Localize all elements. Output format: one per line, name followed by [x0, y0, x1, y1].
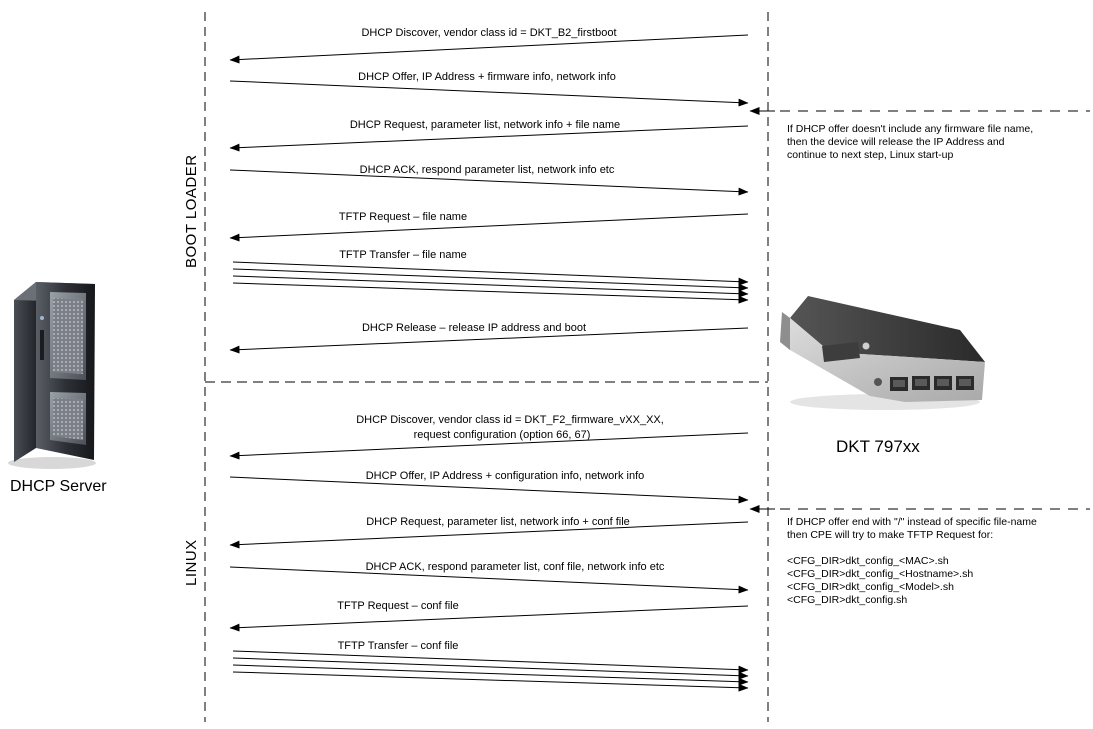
arrow-dhcp-release — [229, 327, 749, 354]
message-label-dhcp-offer-boot: DHCP Offer, IP Address + firmware info, … — [358, 71, 616, 83]
phase-label-linux: LINUX — [183, 539, 200, 586]
arrow-dhcp-offer-boot — [229, 80, 749, 107]
server-tower-illustration — [8, 282, 96, 469]
arrow-dhcp-discover-linux — [229, 432, 749, 460]
arrow-tftp-transfer-boot-4 — [232, 282, 749, 304]
note-line: <CFG_DIR>dkt_config_<Model>.sh — [787, 581, 954, 593]
note-line — [787, 542, 1037, 555]
message-label-tftp-transfer-linux: TFTP Transfer – conf file — [337, 640, 459, 652]
linux-note: If DHCP offer end with "/" instead of sp… — [787, 516, 1037, 607]
arrow-tftp-request-boot — [229, 213, 749, 242]
phase-label-boot-loader: BOOT LOADER — [183, 154, 200, 268]
message-label-dhcp-discover-linux-line2: request configuration (option 66, 67) — [413, 429, 591, 441]
arrow-tftp-transfer-linux-4 — [232, 671, 749, 692]
arrow-dhcp-discover-boot — [229, 34, 749, 64]
message-arrows — [229, 34, 775, 692]
device-label: DKT 797xx — [836, 437, 920, 456]
note-line: <CFG_DIR>dkt_config_<Hostname>.sh — [787, 568, 974, 580]
arrow-dhcp-request-boot — [229, 125, 749, 152]
message-label-dhcp-request-linux: DHCP Request, parameter list, network in… — [366, 516, 630, 528]
message-label-tftp-transfer-boot: TFTP Transfer – file name — [339, 249, 467, 261]
message-label-tftp-request-linux: TFTP Request – conf file — [337, 600, 459, 612]
boot-loader-note: If DHCP offer doesn't include any firmwa… — [787, 123, 1033, 162]
message-label-dhcp-discover-boot: DHCP Discover, vendor class id = DKT_B2_… — [361, 27, 617, 39]
server-label: DHCP Server — [10, 478, 107, 495]
arrow-dhcp-request-linux — [229, 521, 749, 549]
arrow-tftp-transfer-linux-1 — [232, 650, 749, 674]
note-line: If DHCP offer end with "/" instead of sp… — [787, 516, 1037, 528]
message-label-dhcp-ack-linux: DHCP ACK, respond parameter list, conf f… — [365, 561, 665, 573]
note-line: <CFG_DIR>dkt_config_<MAC>.sh — [787, 555, 949, 567]
note-line: If DHCP offer doesn't include any firmwa… — [787, 123, 1034, 135]
note-line: continue to next step, Linux start-up — [787, 149, 954, 161]
message-label-tftp-request-boot: TFTP Request – file name — [338, 211, 468, 223]
arrow-tftp-transfer-linux-3 — [232, 664, 749, 686]
note-line: <CFG_DIR>dkt_config.sh — [787, 594, 908, 606]
message-label-dhcp-discover-linux-line1: DHCP Discover, vendor class id = DKT_F2_… — [356, 414, 664, 426]
message-label-dhcp-offer-linux: DHCP Offer, IP Address + configuration i… — [365, 470, 645, 482]
arrow-tftp-transfer-boot-3 — [232, 275, 749, 298]
message-label-dhcp-ack-boot: DHCP ACK, respond parameter list, networ… — [359, 164, 615, 176]
note-line: then CPE will try to make TFTP Request f… — [787, 529, 994, 541]
message-label-dhcp-request-boot: DHCP Request, parameter list, network in… — [349, 119, 621, 131]
device-illustration — [780, 296, 985, 410]
arrow-tftp-transfer-boot-1 — [232, 261, 749, 286]
message-label-dhcp-release: DHCP Release – release IP address and bo… — [361, 322, 587, 334]
note-line: then the device will release the IP Addr… — [787, 136, 1005, 148]
arrow-dhcp-ack-boot — [229, 169, 749, 196]
arrow-tftp-request-linux — [229, 605, 749, 632]
arrow-dhcp-offer-linux — [229, 476, 749, 504]
arrow-tftp-transfer-linux-2 — [232, 657, 749, 680]
arrow-tftp-transfer-boot-2 — [232, 268, 749, 292]
arrow-dhcp-ack-linux — [229, 566, 749, 594]
